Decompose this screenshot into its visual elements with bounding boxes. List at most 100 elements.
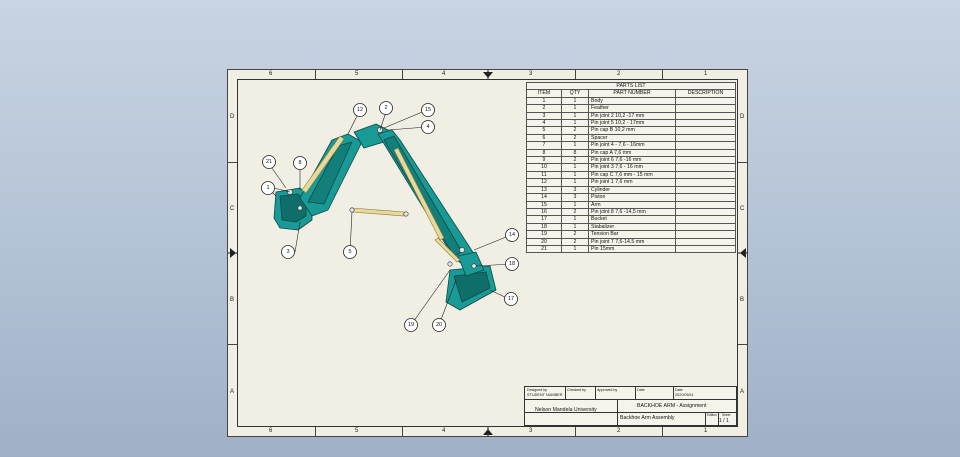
svg-text:19: 19	[408, 322, 414, 328]
balloon-18[interactable]: 18	[505, 257, 519, 271]
drawing-sheet: 6 5 4 3 2 1 6 5 4 3 2 1 D C B A D C B A	[227, 69, 748, 437]
part-number-cell: Pin joint 4 - 7,6 - 16mm	[588, 141, 676, 150]
drawing-border	[237, 79, 738, 427]
item-cell: 7	[526, 141, 562, 150]
zone-col-top: 1	[704, 71, 708, 77]
sheet-value: 1 / 1	[719, 418, 729, 424]
part-number-cell: Feather	[588, 104, 676, 113]
parts-list-header: ITEM QTY PART NUMBER DESCRIPTION	[526, 89, 736, 98]
part-number-cell: Body	[588, 96, 676, 106]
zone-col-top: 6	[269, 71, 273, 77]
parts-list-title: PARTS LIST	[526, 81, 736, 91]
zone-row-right: C	[740, 206, 745, 212]
balloon-8[interactable]: 8	[293, 156, 307, 170]
approved-by-label: Approved by	[597, 388, 618, 392]
balloon-1[interactable]: 1	[261, 181, 275, 195]
qty-cell: 2	[561, 126, 589, 135]
parts-list-table: PARTS LIST ITEM QTY PART NUMBER DESCRIPT…	[526, 81, 736, 254]
balloon-2[interactable]: 2	[379, 101, 393, 115]
part-number-cell: Pin cap A 7,6 mm	[588, 148, 676, 158]
svg-text:2: 2	[384, 105, 387, 111]
qty-cell: 2	[561, 207, 589, 217]
description-cell	[675, 126, 736, 135]
checked-by-label: Checked by	[567, 388, 586, 392]
description-cell	[675, 207, 736, 217]
description-cell	[675, 104, 736, 113]
center-marker-left	[228, 248, 238, 258]
drawing-subtitle: Backhoe Arm Assembly	[620, 415, 675, 421]
zone-row-left: C	[230, 206, 235, 212]
zone-row-right: B	[740, 297, 745, 303]
qty-cell: 1	[561, 163, 589, 172]
part-number-cell: Pin joint 6 7,6 -16 mm	[588, 156, 676, 165]
designed-by-label: Designed by	[527, 388, 547, 392]
header-qty: QTY	[561, 89, 589, 98]
balloon-14[interactable]: 14	[505, 228, 519, 242]
zone-col-bottom: 1	[704, 428, 708, 434]
svg-text:3: 3	[286, 249, 289, 255]
balloon-3[interactable]: 3	[281, 245, 295, 259]
balloon-19[interactable]: 19	[404, 318, 418, 332]
item-cell: 11	[526, 170, 562, 180]
svg-text:14: 14	[509, 232, 515, 238]
svg-text:21: 21	[266, 159, 272, 165]
description-cell	[675, 156, 736, 165]
svg-text:5: 5	[348, 249, 351, 255]
part-number-cell: Pin joint 1 7,6 mm	[588, 178, 676, 187]
item-cell: 5	[526, 126, 562, 135]
part-number-cell: Pin joint 3 7,6 - 16 mm	[588, 163, 676, 172]
item-cell: 14	[526, 193, 562, 202]
backhoe-arm-drawing[interactable]: 1 2 3 4 5 8 12 15 14 18 17 19 20 21	[228, 70, 528, 350]
item-cell: 2	[526, 104, 562, 113]
part-number-cell: Piston	[588, 193, 676, 202]
part-number-cell: Pin joint 5 10,2 - 17mm	[588, 119, 676, 128]
description-cell	[675, 230, 736, 239]
part-number-cell: Tension Bar	[588, 230, 676, 239]
description-cell	[675, 170, 736, 180]
designed-by-value: STUDENT NUMBER	[527, 393, 563, 397]
part-number-cell: Stabalizer	[588, 222, 676, 232]
part-number-cell: Pin cap C 7,6 mm - 15 mm	[588, 170, 676, 180]
balloon-17[interactable]: 17	[504, 292, 518, 306]
balloon-12[interactable]: 12	[353, 103, 367, 117]
zone-col-bottom: 4	[442, 428, 446, 434]
description-cell	[675, 141, 736, 150]
item-cell: 13	[526, 185, 562, 195]
zone-col-top: 2	[617, 71, 621, 77]
description-cell	[675, 237, 736, 246]
balloon-15[interactable]: 15	[421, 103, 435, 117]
balloon-5[interactable]: 5	[343, 245, 357, 259]
qty-cell: 1	[561, 104, 589, 113]
item-cell: 9	[526, 156, 562, 165]
balloon-21[interactable]: 21	[262, 155, 276, 169]
qty-cell: 1	[561, 119, 589, 128]
zone-col-top: 5	[355, 71, 359, 77]
sheet-label: Sheet	[722, 413, 731, 417]
balloon-4[interactable]: 4	[421, 120, 435, 134]
svg-text:4: 4	[426, 124, 429, 130]
zone-row-right: D	[740, 114, 745, 120]
qty-cell: 1	[561, 244, 589, 254]
balloon-20[interactable]: 20	[432, 318, 446, 332]
description-cell	[675, 222, 736, 232]
description-cell	[675, 185, 736, 195]
description-cell	[675, 96, 736, 106]
date-label: Date	[637, 388, 645, 392]
description-cell	[675, 119, 736, 128]
item-cell: 3	[526, 111, 562, 121]
center-marker-right	[738, 248, 748, 258]
item-cell: 18	[526, 222, 562, 232]
description-cell	[675, 244, 736, 254]
qty-cell: 1	[561, 200, 589, 209]
description-cell	[675, 163, 736, 172]
